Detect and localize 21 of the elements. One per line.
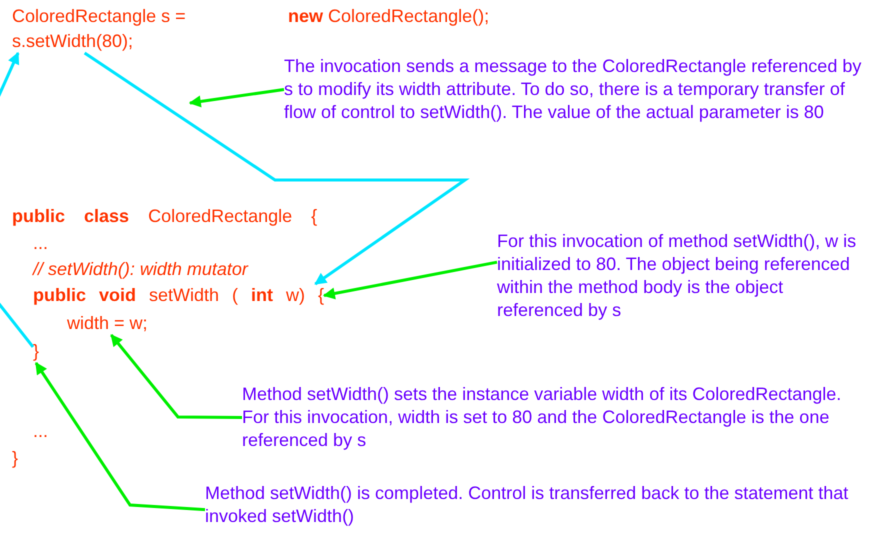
code-line: ColoredRectangle s = — [12, 5, 186, 28]
code-line: public class ColoredRectangle { — [12, 205, 318, 228]
arrow — [322, 260, 498, 300]
annotation: The invocation sends a message to the ColoredRectangle referenced by s to modify its width attribute. To do so, there is a temporary transfer of flow of control to setWidth(). The value of the actual parameter is 80 — [284, 55, 874, 124]
code-comment: // setWidth(): width mutator — [33, 258, 248, 281]
code-line: new ColoredRectangle(); — [288, 5, 490, 28]
arrow — [0, 52, 34, 348]
code-line: } — [33, 340, 40, 363]
annotation: Method setWidth() sets the instance variable width of its ColoredRectangle. For this invocation, width is set to 80 and the ColoredRectangle is the one referenced by s — [242, 383, 852, 452]
code-line: s.setWidth(80); — [12, 30, 134, 53]
code-line: ... — [33, 420, 48, 443]
code-line: width = w; — [67, 312, 148, 335]
arrow — [188, 88, 284, 108]
code-line: ... — [33, 232, 48, 255]
annotation: Method setWidth() is completed. Control is transferred back to the statement that invoked setWidth() — [205, 482, 865, 528]
annotation: For this invocation of method setWidth(), w is initialized to 80. The object being referenced within the method body is the object referenced by s — [497, 230, 867, 322]
arrow — [84, 52, 470, 286]
code-line: public void setWidth ( int w) { — [33, 284, 324, 307]
code-line: } — [12, 447, 18, 470]
arrow — [110, 334, 242, 419]
arrow — [34, 362, 206, 512]
